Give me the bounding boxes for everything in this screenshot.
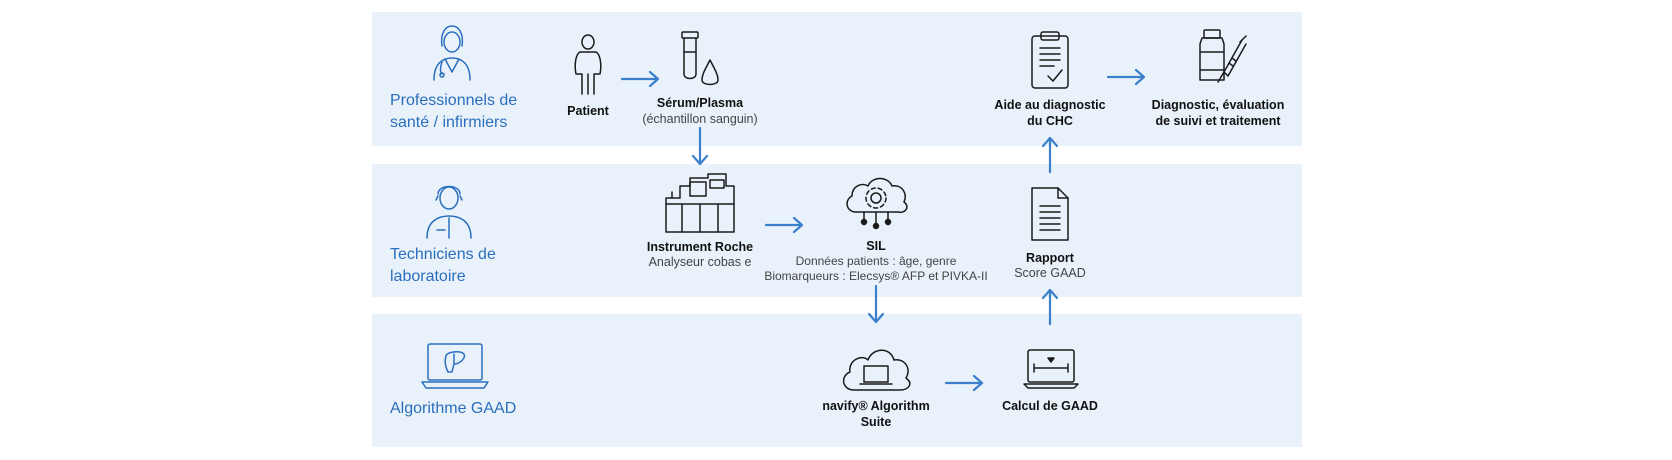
lane-gaad-algorithm xyxy=(372,314,1302,447)
cloud-laptop-icon xyxy=(842,349,911,391)
navify-label-line1: navify® Algorithm xyxy=(822,399,930,413)
sil-title: SIL xyxy=(866,239,886,253)
arrow-navify-to-calc xyxy=(944,374,984,392)
sil-line1: Données patients : âge, genre xyxy=(795,254,957,268)
clipboard-check-icon xyxy=(1031,31,1069,89)
report-title: Rapport xyxy=(1026,251,1074,265)
instrument-subtitle: Analyseur cobas e xyxy=(648,255,752,269)
lane-health-professionals xyxy=(372,12,1302,146)
instrument-title: Instrument Roche xyxy=(646,240,754,254)
medication-syringe-icon xyxy=(1199,29,1247,83)
lab-technician-icon xyxy=(426,185,472,239)
analyzer-instrument-icon xyxy=(665,173,735,233)
arrow-sample-to-instrument xyxy=(691,126,709,166)
patient-label: Patient xyxy=(567,104,609,118)
laptop-liver-icon xyxy=(421,343,489,389)
sil-line2: Biomarqueurs : Elecsys® AFP et PIVKA-II xyxy=(764,269,988,283)
laptop-calculation-icon xyxy=(1023,349,1079,389)
lane-lab-technicians xyxy=(372,164,1302,297)
arrow-sil-to-navify xyxy=(867,284,885,324)
blood-tube-icon xyxy=(681,31,719,86)
calc-label: Calcul de GAAD xyxy=(1002,399,1098,413)
aid-label-line1: Aide au diagnostic xyxy=(994,98,1106,112)
sample-title: Sérum/Plasma xyxy=(656,96,744,110)
arrow-patient-to-sample xyxy=(620,70,660,88)
diagnosis-label-line1: Diagnostic, évaluation xyxy=(1151,98,1285,112)
report-subtitle: Score GAAD xyxy=(1014,266,1086,280)
cloud-gear-icon xyxy=(846,177,908,230)
report-document-icon xyxy=(1031,187,1069,241)
arrow-instrument-to-sil xyxy=(764,216,804,234)
arrow-calc-to-report xyxy=(1041,288,1059,326)
doctor-icon xyxy=(433,25,471,81)
sample-subtitle: (échantillon sanguin) xyxy=(642,112,758,126)
role-gaad-algorithm: Algorithme GAAD xyxy=(390,400,517,417)
arrow-aid-to-diagnosis xyxy=(1106,68,1146,86)
diagnosis-label-line2: de suivi et traitement xyxy=(1155,114,1281,128)
aid-label-line2: du CHC xyxy=(1027,114,1073,128)
role-lab-technicians: Techniciens de laboratoire xyxy=(390,246,496,285)
role-health-professionals: Professionnels de santé / infirmiers xyxy=(390,92,518,131)
patient-icon xyxy=(574,34,602,95)
navify-label-line2: Suite xyxy=(860,415,892,429)
arrow-report-to-aid xyxy=(1041,136,1059,174)
